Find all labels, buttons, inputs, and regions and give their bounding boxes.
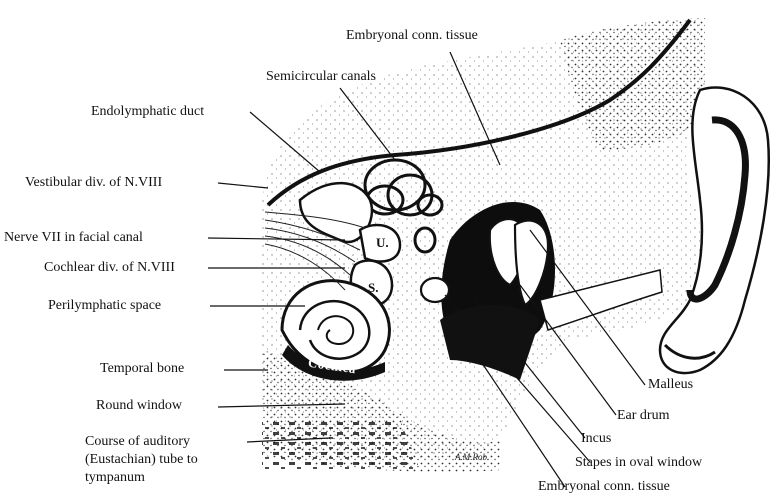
label-auditory-line2: (Eustachian) tube to [85,452,198,468]
label-incus: Incus [581,431,611,447]
label-nerve-vii: Nerve VII in facial canal [4,230,143,246]
label-auditory-line1: Course of auditory [85,434,190,450]
label-semicircular-canals: Semicircular canals [266,69,376,85]
label-endolymphatic-duct: Endolymphatic duct [91,104,204,120]
label-temporal-bone: Temporal bone [100,361,184,377]
label-utricle: U. [376,235,389,251]
label-cochlear-div: Cochlear div. of N.VIII [44,260,175,276]
label-saccule: S. [368,280,378,296]
bone-dashes [262,420,420,470]
label-malleus: Malleus [648,377,693,393]
label-round-window: Round window [96,398,182,414]
label-auditory-line3: tympanum [85,470,145,486]
label-vestibular-div: Vestibular div. of N.VIII [25,175,162,191]
label-stapes: Stapes in oval window [575,455,702,471]
artist-signature: A.M.Rob. [455,452,489,462]
label-perilymphatic-space: Perilymphatic space [48,298,161,314]
label-ear-drum: Ear drum [617,408,669,424]
label-embryonal-top: Embryonal conn. tissue [346,28,478,44]
label-embryonal-bottom: Embryonal conn. tissue [538,479,670,495]
